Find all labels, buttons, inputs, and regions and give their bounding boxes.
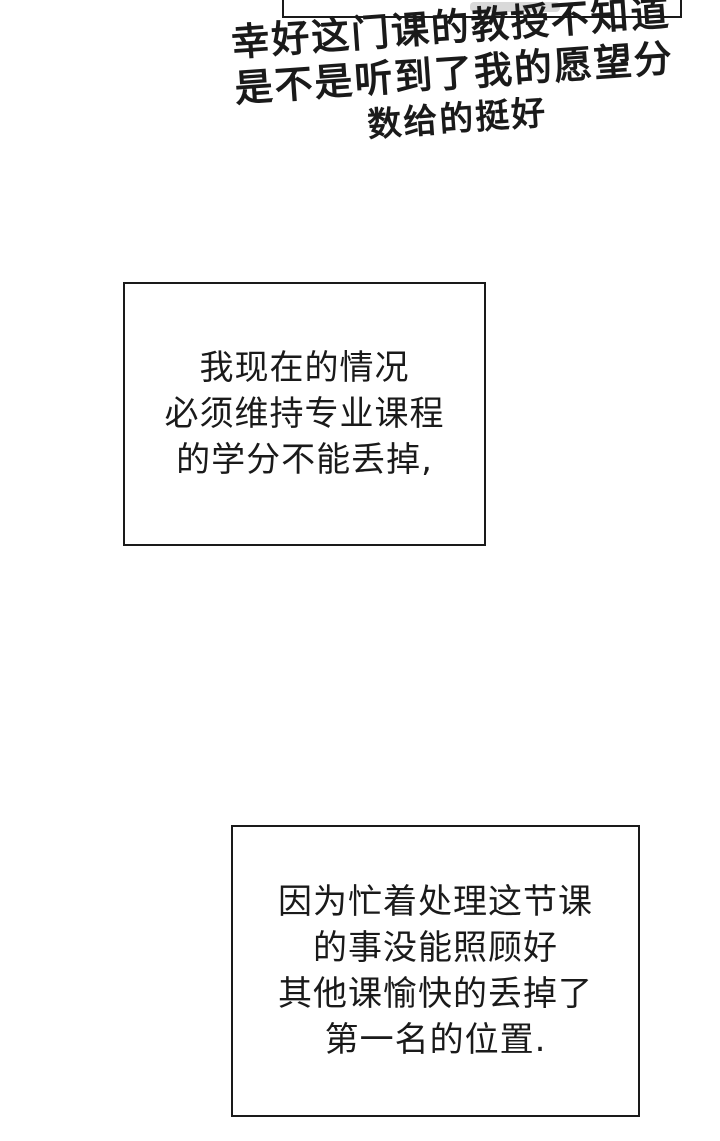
narration-line: 第一名的位置. [324,1020,547,1060]
narration-line: 我现在的情况 [199,348,410,388]
narration-box-2: 因为忙着处理这节课 的事没能照顾好 其他课愉快的丢掉了 第一名的位置. [231,825,640,1117]
handwritten-caption: 幸好这门课的教授不知道 是不是听到了我的愿望分 数给的挺好 [200,0,708,160]
narration-line: 的学分不能丢掉, [176,440,433,480]
narration-line: 的事没能照顾好 [313,928,558,968]
narration-line: 其他课愉快的丢掉了 [278,974,593,1014]
narration-box-1: 我现在的情况 必须维持专业课程 的学分不能丢掉, [123,282,486,546]
previous-narration-box-fragment [282,0,682,18]
narration-text-1: 我现在的情况 必须维持专业课程 的学分不能丢掉, [165,345,445,483]
narration-text-2: 因为忙着处理这节课 的事没能照顾好 其他课愉快的丢掉了 第一名的位置. [278,879,593,1063]
ink-smudge [470,2,560,12]
narration-line: 必须维持专业课程 [164,394,445,434]
narration-line: 因为忙着处理这节课 [278,882,593,922]
